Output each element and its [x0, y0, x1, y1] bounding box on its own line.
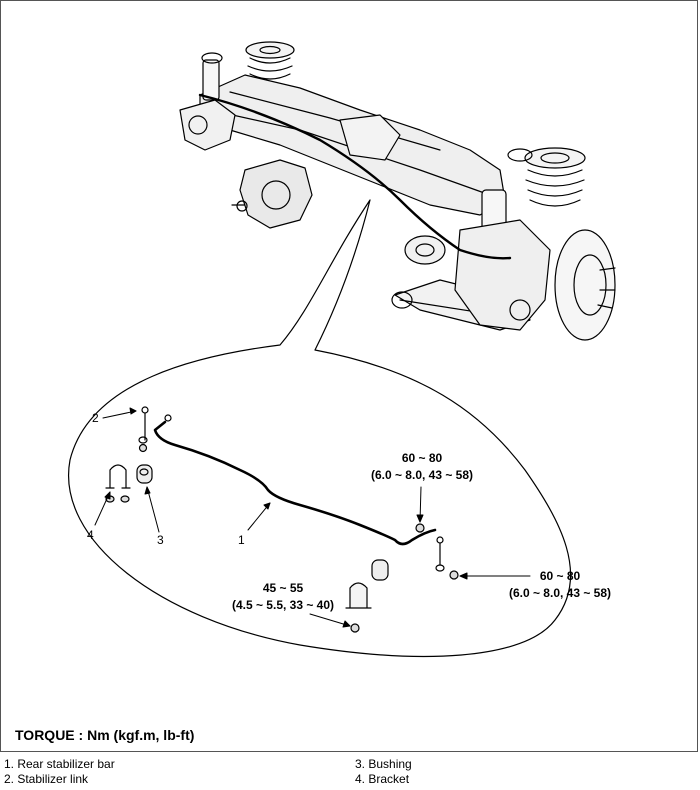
- callout-1: 1: [238, 533, 245, 547]
- legend-item: 3. Bushing: [355, 757, 412, 771]
- bushing-left: [136, 464, 153, 484]
- torque-bottom-range: 45 ~ 55: [263, 581, 304, 595]
- torque-lower-right-range: 60 ~ 80: [540, 569, 581, 583]
- zoom-bubble: [68, 199, 572, 657]
- torque-lower-right-detail: (6.0 ~ 8.0, 43 ~ 58): [509, 586, 611, 600]
- bracket-right: [345, 582, 372, 609]
- legend-item: 2. Stabilizer link: [4, 772, 89, 786]
- torque-upper-right-detail: (6.0 ~ 8.0, 43 ~ 58): [371, 468, 473, 482]
- torque-upper-right-range: 60 ~ 80: [402, 451, 443, 465]
- rear-stabilizer-bar: [153, 420, 437, 546]
- rear-subframe-assembly: [179, 41, 616, 341]
- stabilizer-link-left: [138, 406, 172, 453]
- parts-legend-left: 1. Rear stabilizer bar 2. Stabilizer lin…: [4, 757, 115, 787]
- torque-unit-title: TORQUE : Nm (kgf.m, lb-ft): [15, 727, 195, 743]
- parts-legend-right: 3. Bushing 4. Bracket: [355, 757, 412, 787]
- bushing-right: [371, 559, 389, 581]
- callout-4: 4: [87, 528, 94, 542]
- torque-bottom-detail: (4.5 ~ 5.5, 33 ~ 40): [232, 598, 334, 612]
- bracket-left: [105, 464, 131, 489]
- callout-2: 2: [92, 411, 99, 425]
- legend-item: 1. Rear stabilizer bar: [4, 757, 115, 771]
- leader-lines: [94, 407, 531, 628]
- diagram-frame: [0, 0, 698, 752]
- legend-item: 4. Bracket: [355, 772, 410, 786]
- stabilizer-link-right: [415, 523, 459, 580]
- suspension-diagram: 2 1 3 4 60 ~ 80 (6.0 ~ 8.0, 43 ~ 58) 60 …: [68, 41, 616, 657]
- callout-3: 3: [157, 533, 164, 547]
